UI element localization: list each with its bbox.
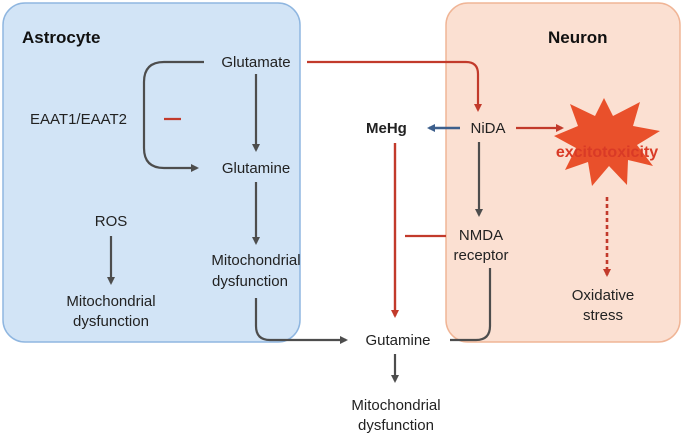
arrow-mito-to-gutamine xyxy=(254,298,348,344)
astro-mito-right-line1: Mitochondrial xyxy=(211,252,300,269)
astro-mito-left-line2: dysfunction xyxy=(73,313,149,330)
excitotoxicity-burst-icon xyxy=(554,98,660,186)
mehg-label: MeHg xyxy=(366,120,407,137)
ros-label: ROS xyxy=(95,213,128,230)
astro-mito-right-line2: dysfunction xyxy=(212,273,288,290)
nmda-line1: NMDA xyxy=(459,227,503,244)
astro-mito-left-line1: Mitochondrial xyxy=(66,293,155,310)
arrow-glutamate-to-nida xyxy=(307,60,482,112)
eaat-label: EAAT1/EAAT2 xyxy=(30,111,127,128)
mito-bottom-line2: dysfunction xyxy=(358,417,434,434)
astrocyte-title: Astrocyte xyxy=(22,28,100,47)
neuron-panel xyxy=(445,2,681,343)
line-nmda-to-gutamine xyxy=(450,268,492,342)
neuron-title: Neuron xyxy=(548,28,608,47)
arrow-eaat-loop xyxy=(142,60,204,172)
astro-glutamine-label: Glutamine xyxy=(222,160,290,177)
gutamine-label: Gutamine xyxy=(365,332,430,349)
nida-label: NiDA xyxy=(470,120,505,137)
nmda-line2: receptor xyxy=(453,247,508,264)
oxidative-line1: Oxidative xyxy=(572,287,635,304)
oxidative-line2: stress xyxy=(583,307,623,324)
excitotoxicity-label: excitotoxicity xyxy=(556,144,658,161)
mito-bottom-line1: Mitochondrial xyxy=(351,397,440,414)
astrocyte-panel xyxy=(2,2,301,343)
astro-glutamate-label: Glutamate xyxy=(221,54,290,71)
